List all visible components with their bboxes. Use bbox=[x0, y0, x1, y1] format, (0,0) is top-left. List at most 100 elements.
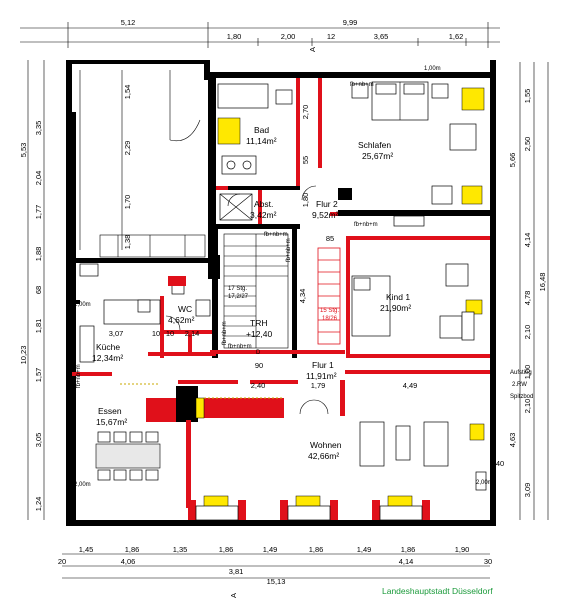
dim-bot-149b: 1,49 bbox=[357, 545, 372, 554]
fb-note-6: fb+nb+m bbox=[76, 364, 82, 388]
dim-top-180: 1,80 bbox=[227, 32, 242, 41]
dim-top-12: 12 bbox=[327, 32, 335, 41]
doors bbox=[165, 185, 329, 415]
fb-note-2: fb+nb+m bbox=[264, 232, 288, 238]
terrace-area bbox=[79, 70, 206, 258]
aufstieg-rw-label: 2.RW bbox=[512, 382, 527, 388]
dormers bbox=[188, 500, 430, 521]
dim-int-307: 3,07 bbox=[109, 329, 124, 338]
room-name-essen: Essen bbox=[98, 406, 122, 416]
furniture bbox=[79, 81, 487, 491]
room-area-wohnen: 42,66m² bbox=[308, 451, 339, 461]
attic-stair bbox=[317, 247, 341, 345]
dim-int-434: 4,34 bbox=[298, 289, 307, 304]
aufstieg-label: Aufstieg bbox=[510, 370, 532, 376]
dim-left-305: 3,05 bbox=[34, 433, 43, 448]
stair-attic-ratio: 18/26 bbox=[322, 316, 338, 322]
room-name-bad: Bad bbox=[254, 125, 269, 135]
dim-bot-186b: 1,86 bbox=[219, 545, 234, 554]
dim-right-100: 1,00 bbox=[523, 365, 532, 380]
stair-labels: 17 Stg. 17,2/27 D 15 Stg. 18/26 bbox=[228, 286, 339, 356]
annotation-labels: fb+nb+m fb+nb+m fb+nb+m fb+nb+m fb+nb+m … bbox=[76, 47, 533, 598]
dim-int-270: 2,70 bbox=[301, 105, 310, 120]
dim-bot-414: 4,14 bbox=[399, 557, 414, 566]
dim-int-449: 4,49 bbox=[403, 381, 418, 390]
dim-top-512: 5,12 bbox=[121, 18, 136, 27]
dim-bot-145: 1,45 bbox=[79, 545, 94, 554]
dim-left-157: 1,57 bbox=[34, 368, 43, 383]
room-name-flur2: Flur 2 bbox=[316, 199, 338, 209]
outer-walls bbox=[66, 60, 496, 526]
dim-left-553: 5,53 bbox=[19, 143, 28, 158]
dim-left-204: 2,04 bbox=[34, 171, 43, 186]
dim-right-250: 2,50 bbox=[523, 137, 532, 152]
room-name-flur1: Flur 1 bbox=[312, 360, 334, 370]
stair-main-ratio: 17,2/27 bbox=[228, 294, 249, 300]
dim-right-210a: 2,10 bbox=[523, 325, 532, 340]
spitzboden-label: Spitzbod bbox=[510, 394, 533, 400]
dim-right-40: 40 bbox=[496, 459, 504, 468]
dim-bot-186c: 1,86 bbox=[309, 545, 324, 554]
room-name-schlafen: Schlafen bbox=[358, 140, 391, 150]
room-name-kueche: Küche bbox=[96, 342, 120, 352]
dim-int-10b: 10 bbox=[166, 329, 174, 338]
room-area-wc: 4,62m² bbox=[168, 315, 195, 325]
dim-top-365: 3,65 bbox=[374, 32, 389, 41]
dim-bot-406: 4,06 bbox=[121, 557, 136, 566]
dim-int-240: 2,40 bbox=[251, 381, 266, 390]
interior-walls bbox=[72, 78, 490, 508]
section-marker-top: A bbox=[308, 47, 317, 52]
wall-label-kitchen: 2,00m bbox=[74, 302, 91, 308]
fb-note-7: fb+nb+m bbox=[228, 344, 252, 350]
dim-right-1648: 16,48 bbox=[538, 273, 547, 292]
dim-top-200: 2,00 bbox=[281, 32, 296, 41]
dim-bot-381: 3,81 bbox=[229, 567, 244, 576]
room-area-kueche: 12,34m² bbox=[92, 353, 123, 363]
room-area-bad: 11,14m² bbox=[246, 136, 277, 146]
dim-int-55: 55 bbox=[301, 156, 310, 164]
dim-right-414: 4,14 bbox=[523, 233, 532, 248]
dim-right-210b: 2,10 bbox=[523, 399, 532, 414]
room-name-wc: WC bbox=[178, 304, 192, 314]
dim-int-180: 1,80 bbox=[301, 193, 310, 208]
room-area-flur2: 9,52m² bbox=[312, 210, 339, 220]
section-marker-bottom: A bbox=[229, 593, 238, 598]
stair-main-steps: 17 Stg. bbox=[228, 286, 247, 292]
room-area-schlafen: 25,67m² bbox=[362, 151, 393, 161]
dim-bot-1513: 15,13 bbox=[267, 577, 286, 586]
dim-int-179: 1,79 bbox=[311, 381, 326, 390]
room-name-abst: Abst. bbox=[254, 199, 273, 209]
dim-left-335: 3,35 bbox=[34, 121, 43, 136]
dim-bot-186a: 1,86 bbox=[125, 545, 140, 554]
room-labels: Bad 11,14m² Schlafen 25,67m² Abst. 3,42m… bbox=[92, 125, 411, 461]
dim-int-138: 1,38 bbox=[123, 235, 132, 250]
dimension-lines bbox=[20, 22, 549, 579]
fb-note-5: fb+nb+m bbox=[222, 321, 228, 345]
dim-top-999: 9,99 bbox=[343, 18, 358, 27]
dim-left-188: 1,88 bbox=[34, 247, 43, 262]
room-area-trh: +12,40 bbox=[246, 329, 273, 339]
stair-d-label: D bbox=[256, 350, 261, 356]
dim-bot-190: 1,90 bbox=[455, 545, 470, 554]
dim-int-85: 85 bbox=[326, 234, 334, 243]
room-name-kind1: Kind 1 bbox=[386, 292, 410, 302]
room-area-essen: 15,67m² bbox=[96, 417, 127, 427]
fb-note-4: fb+nb+m bbox=[286, 238, 292, 262]
dim-right-463: 4,63 bbox=[508, 433, 517, 448]
dim-right-478: 4,78 bbox=[523, 291, 532, 306]
dim-bot-149a: 1,49 bbox=[263, 545, 278, 554]
fb-note-3: fb+nb+m bbox=[354, 222, 378, 228]
dim-bot-20: 20 bbox=[58, 557, 66, 566]
dim-int-170: 1,70 bbox=[123, 195, 132, 210]
room-area-kind1: 21,90m² bbox=[380, 303, 411, 313]
approval-stamp: Landeshauptstadt Düsseldorf bbox=[382, 586, 493, 596]
dimension-labels: 5,12 9,99 1,80 2,00 12 3,65 1,62 5,53 3,… bbox=[19, 18, 547, 586]
room-area-abst: 3,42m² bbox=[250, 210, 277, 220]
wall-label-right: 2,00m bbox=[476, 480, 493, 486]
dim-right-566: 5,66 bbox=[508, 153, 517, 168]
dim-right-155: 1,55 bbox=[523, 89, 532, 104]
dim-int-214: 2,14 bbox=[185, 329, 200, 338]
dim-left-177: 1,77 bbox=[34, 205, 43, 220]
dim-int-10a: 10 bbox=[152, 329, 160, 338]
